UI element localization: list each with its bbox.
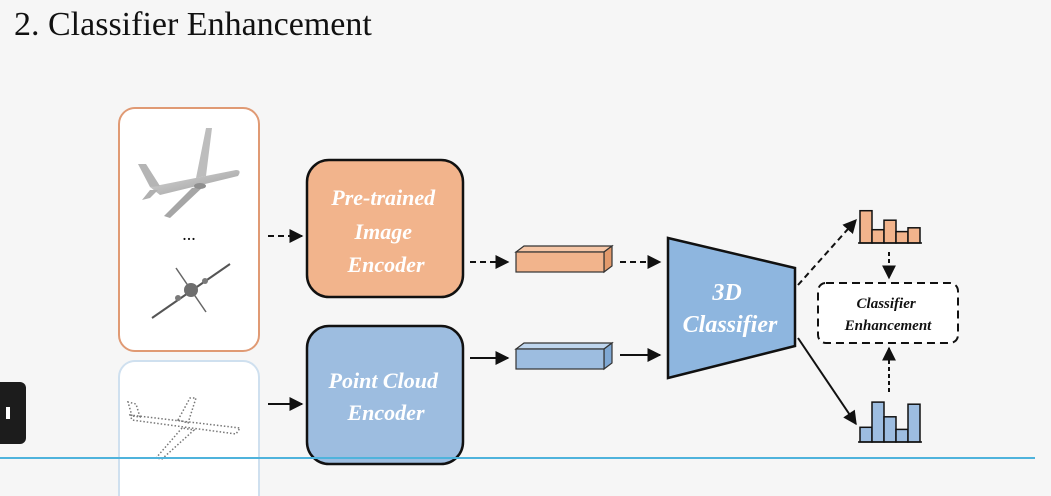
histogram-bar [871,401,885,443]
point-encoder-label-line2: Encoder [347,400,425,425]
orange-prediction-histogram [858,209,922,244]
histogram-bar [907,227,921,244]
arrow-classifier-to-orange-histogram [797,218,857,286]
image-encoder-label-line3: Encoder [347,252,425,277]
point-encoder-label: Point Cloud Encoder [328,368,444,425]
point-cloud-encoder-box [305,324,465,466]
ellipsis-text: ... [182,224,196,244]
point-feature-vector [514,341,614,371]
image-encoder-label-line1: Pre-trained [330,185,436,210]
histogram-bar [895,428,909,443]
classifier-enhancement-box [817,282,959,344]
classifier-label-line1: 3D [711,280,741,306]
histogram-bar [859,209,873,244]
arrow-classifier-to-blue-histogram [797,337,857,426]
point-encoder-label-line1: Point Cloud [328,368,439,393]
image-encoder-label: Pre-trained Image Encoder [330,185,440,277]
classifier-trapezoid [666,236,797,380]
airplane-render-front-icon [151,263,231,319]
slide-title: 2. Classifier Enhancement [14,6,372,43]
toggle-handle-icon [6,407,10,419]
enhancement-label-line2: Enhancement [844,318,933,334]
histogram-bar [871,228,885,244]
point-cloud-airplane-icon [126,397,242,460]
histogram-bar [883,219,897,244]
point-cloud-input-panel [118,360,260,496]
histogram-bar [895,230,909,244]
histogram-bar [907,403,921,443]
blue-prediction-histogram [858,401,922,443]
image-feature-vector [514,244,614,274]
side-panel-toggle-button[interactable] [0,382,26,444]
histogram-bar [883,416,897,443]
histogram-bar [859,426,873,443]
enhancement-label-line1: Classifier [857,296,916,312]
enhancement-label: Classifier Enhancement [844,296,933,334]
video-progress-line [0,457,1035,459]
airplane-render-side-icon [138,128,240,218]
classifier-label: 3D Classifier [683,280,778,338]
image-encoder-box [305,158,465,299]
image-encoder-label-line2: Image [354,219,413,244]
classifier-label-line2: Classifier [683,312,778,338]
image-input-panel [118,107,260,352]
